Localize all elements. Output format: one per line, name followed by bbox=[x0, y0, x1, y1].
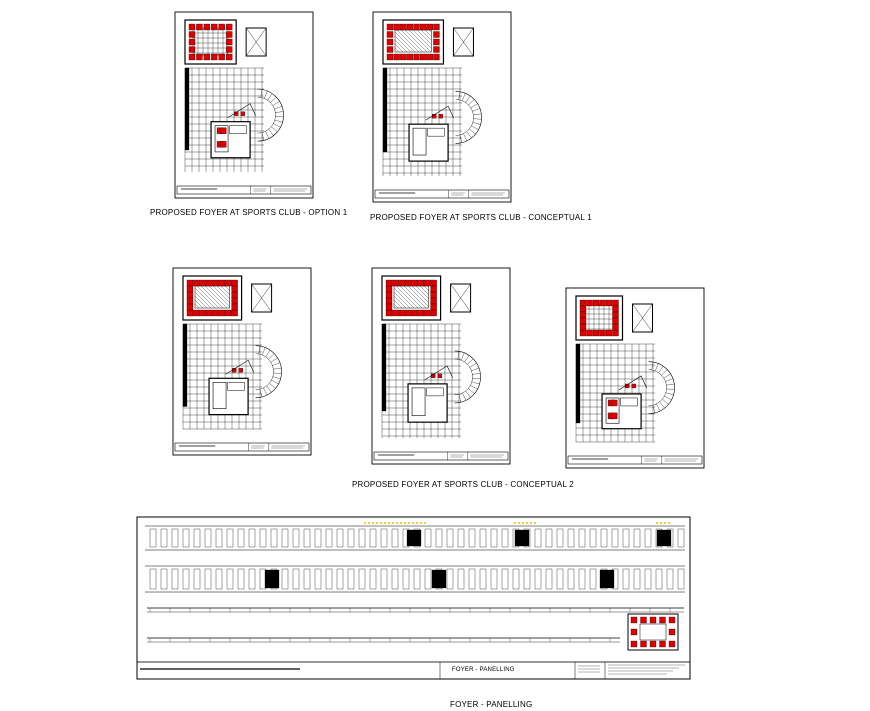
title-block bbox=[174, 442, 310, 452]
floor-tile-grid bbox=[575, 343, 656, 443]
title-block bbox=[567, 455, 703, 465]
left-wall bbox=[575, 343, 581, 424]
caption-panelling: FOYER - PANELLING bbox=[450, 700, 533, 709]
seating-chairs bbox=[186, 279, 238, 317]
title-block bbox=[373, 451, 509, 461]
title-block bbox=[176, 185, 312, 195]
accent-markers bbox=[364, 522, 670, 524]
service-room bbox=[251, 283, 273, 313]
lounge-room bbox=[381, 275, 442, 321]
plan-conceptual-2-c bbox=[565, 287, 705, 469]
dark-panel bbox=[431, 569, 447, 589]
service-room bbox=[245, 27, 267, 57]
lounge-tiles bbox=[192, 27, 229, 56]
dark-panel bbox=[514, 529, 530, 547]
lounge-room bbox=[382, 19, 445, 65]
plan-strip-1 bbox=[147, 607, 684, 613]
left-wall bbox=[184, 67, 190, 151]
lounge-room bbox=[182, 275, 243, 321]
dark-panel bbox=[264, 569, 280, 589]
lounge-carpet bbox=[394, 29, 432, 53]
seating-chairs bbox=[385, 279, 437, 317]
caption-conceptual-1: PROPOSED FOYER AT SPORTS CLUB - CONCEPTU… bbox=[370, 213, 592, 222]
panel-room-detail bbox=[627, 613, 679, 651]
caption-option-1: PROPOSED FOYER AT SPORTS CLUB - OPTION 1 bbox=[150, 208, 348, 217]
spiral-stair bbox=[255, 345, 282, 398]
lounge-carpet bbox=[393, 285, 429, 309]
elevation-row-1 bbox=[145, 525, 685, 551]
reception-block bbox=[407, 365, 453, 423]
seating-chairs bbox=[630, 616, 676, 648]
seating-chairs bbox=[579, 299, 619, 337]
spiral-stair bbox=[257, 88, 284, 142]
lounge-room bbox=[575, 295, 624, 341]
left-wall bbox=[182, 323, 188, 407]
seating-chairs bbox=[386, 23, 440, 61]
lounge-carpet bbox=[194, 285, 230, 309]
reception-block bbox=[210, 103, 256, 159]
panelling-sheet bbox=[136, 516, 691, 680]
left-wall bbox=[382, 67, 388, 153]
panelling-title-block bbox=[136, 661, 691, 680]
seating-chairs bbox=[188, 23, 233, 61]
dark-panel bbox=[406, 529, 422, 547]
spiral-stair bbox=[455, 91, 482, 144]
lounge-tiles bbox=[583, 303, 615, 332]
plan-conceptual-2-a bbox=[172, 267, 312, 456]
service-room bbox=[450, 283, 472, 313]
elevation-row-2 bbox=[145, 565, 685, 593]
title-block bbox=[374, 189, 510, 199]
left-wall bbox=[381, 323, 387, 412]
spiral-stair bbox=[648, 361, 675, 414]
dark-panel bbox=[656, 529, 672, 547]
plan-strip-2 bbox=[147, 637, 620, 643]
panelling-title-block-label: FOYER - PANELLING bbox=[452, 667, 515, 673]
spiral-stair bbox=[454, 350, 481, 404]
service-room bbox=[632, 303, 653, 333]
plan-option-1 bbox=[174, 11, 314, 199]
service-room bbox=[452, 27, 474, 57]
dark-panel bbox=[599, 569, 615, 589]
reception-block bbox=[601, 375, 647, 430]
plan-conceptual-1 bbox=[372, 11, 512, 203]
plan-conceptual-2-b bbox=[371, 267, 511, 465]
lounge-room bbox=[184, 19, 237, 65]
reception-block bbox=[408, 105, 454, 162]
reception-block bbox=[208, 359, 254, 416]
caption-conceptual-2: PROPOSED FOYER AT SPORTS CLUB - CONCEPTU… bbox=[352, 480, 574, 489]
